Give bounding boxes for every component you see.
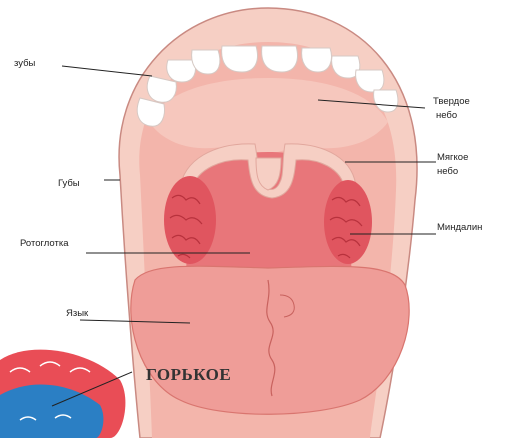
label-hard-palate-2: небо <box>436 110 457 121</box>
label-tongue: Язык <box>66 308 89 319</box>
label-oropharynx: Ротоглотка <box>20 238 69 249</box>
label-soft-palate-2: небо <box>437 166 458 177</box>
tonsil-right <box>324 180 372 264</box>
tongue <box>131 266 409 414</box>
tonsil-left <box>164 176 216 264</box>
label-teeth: зубы <box>14 58 36 69</box>
label-lips: Губы <box>58 178 80 189</box>
label-hard-palate-1: Твердое <box>433 96 470 107</box>
label-tonsils: Миндалин <box>437 222 482 233</box>
taste-zone-label: ГОРЬКОЕ <box>146 365 231 384</box>
label-soft-palate-1: Мягкое <box>437 152 468 163</box>
tongue-taste-inset <box>0 350 125 438</box>
